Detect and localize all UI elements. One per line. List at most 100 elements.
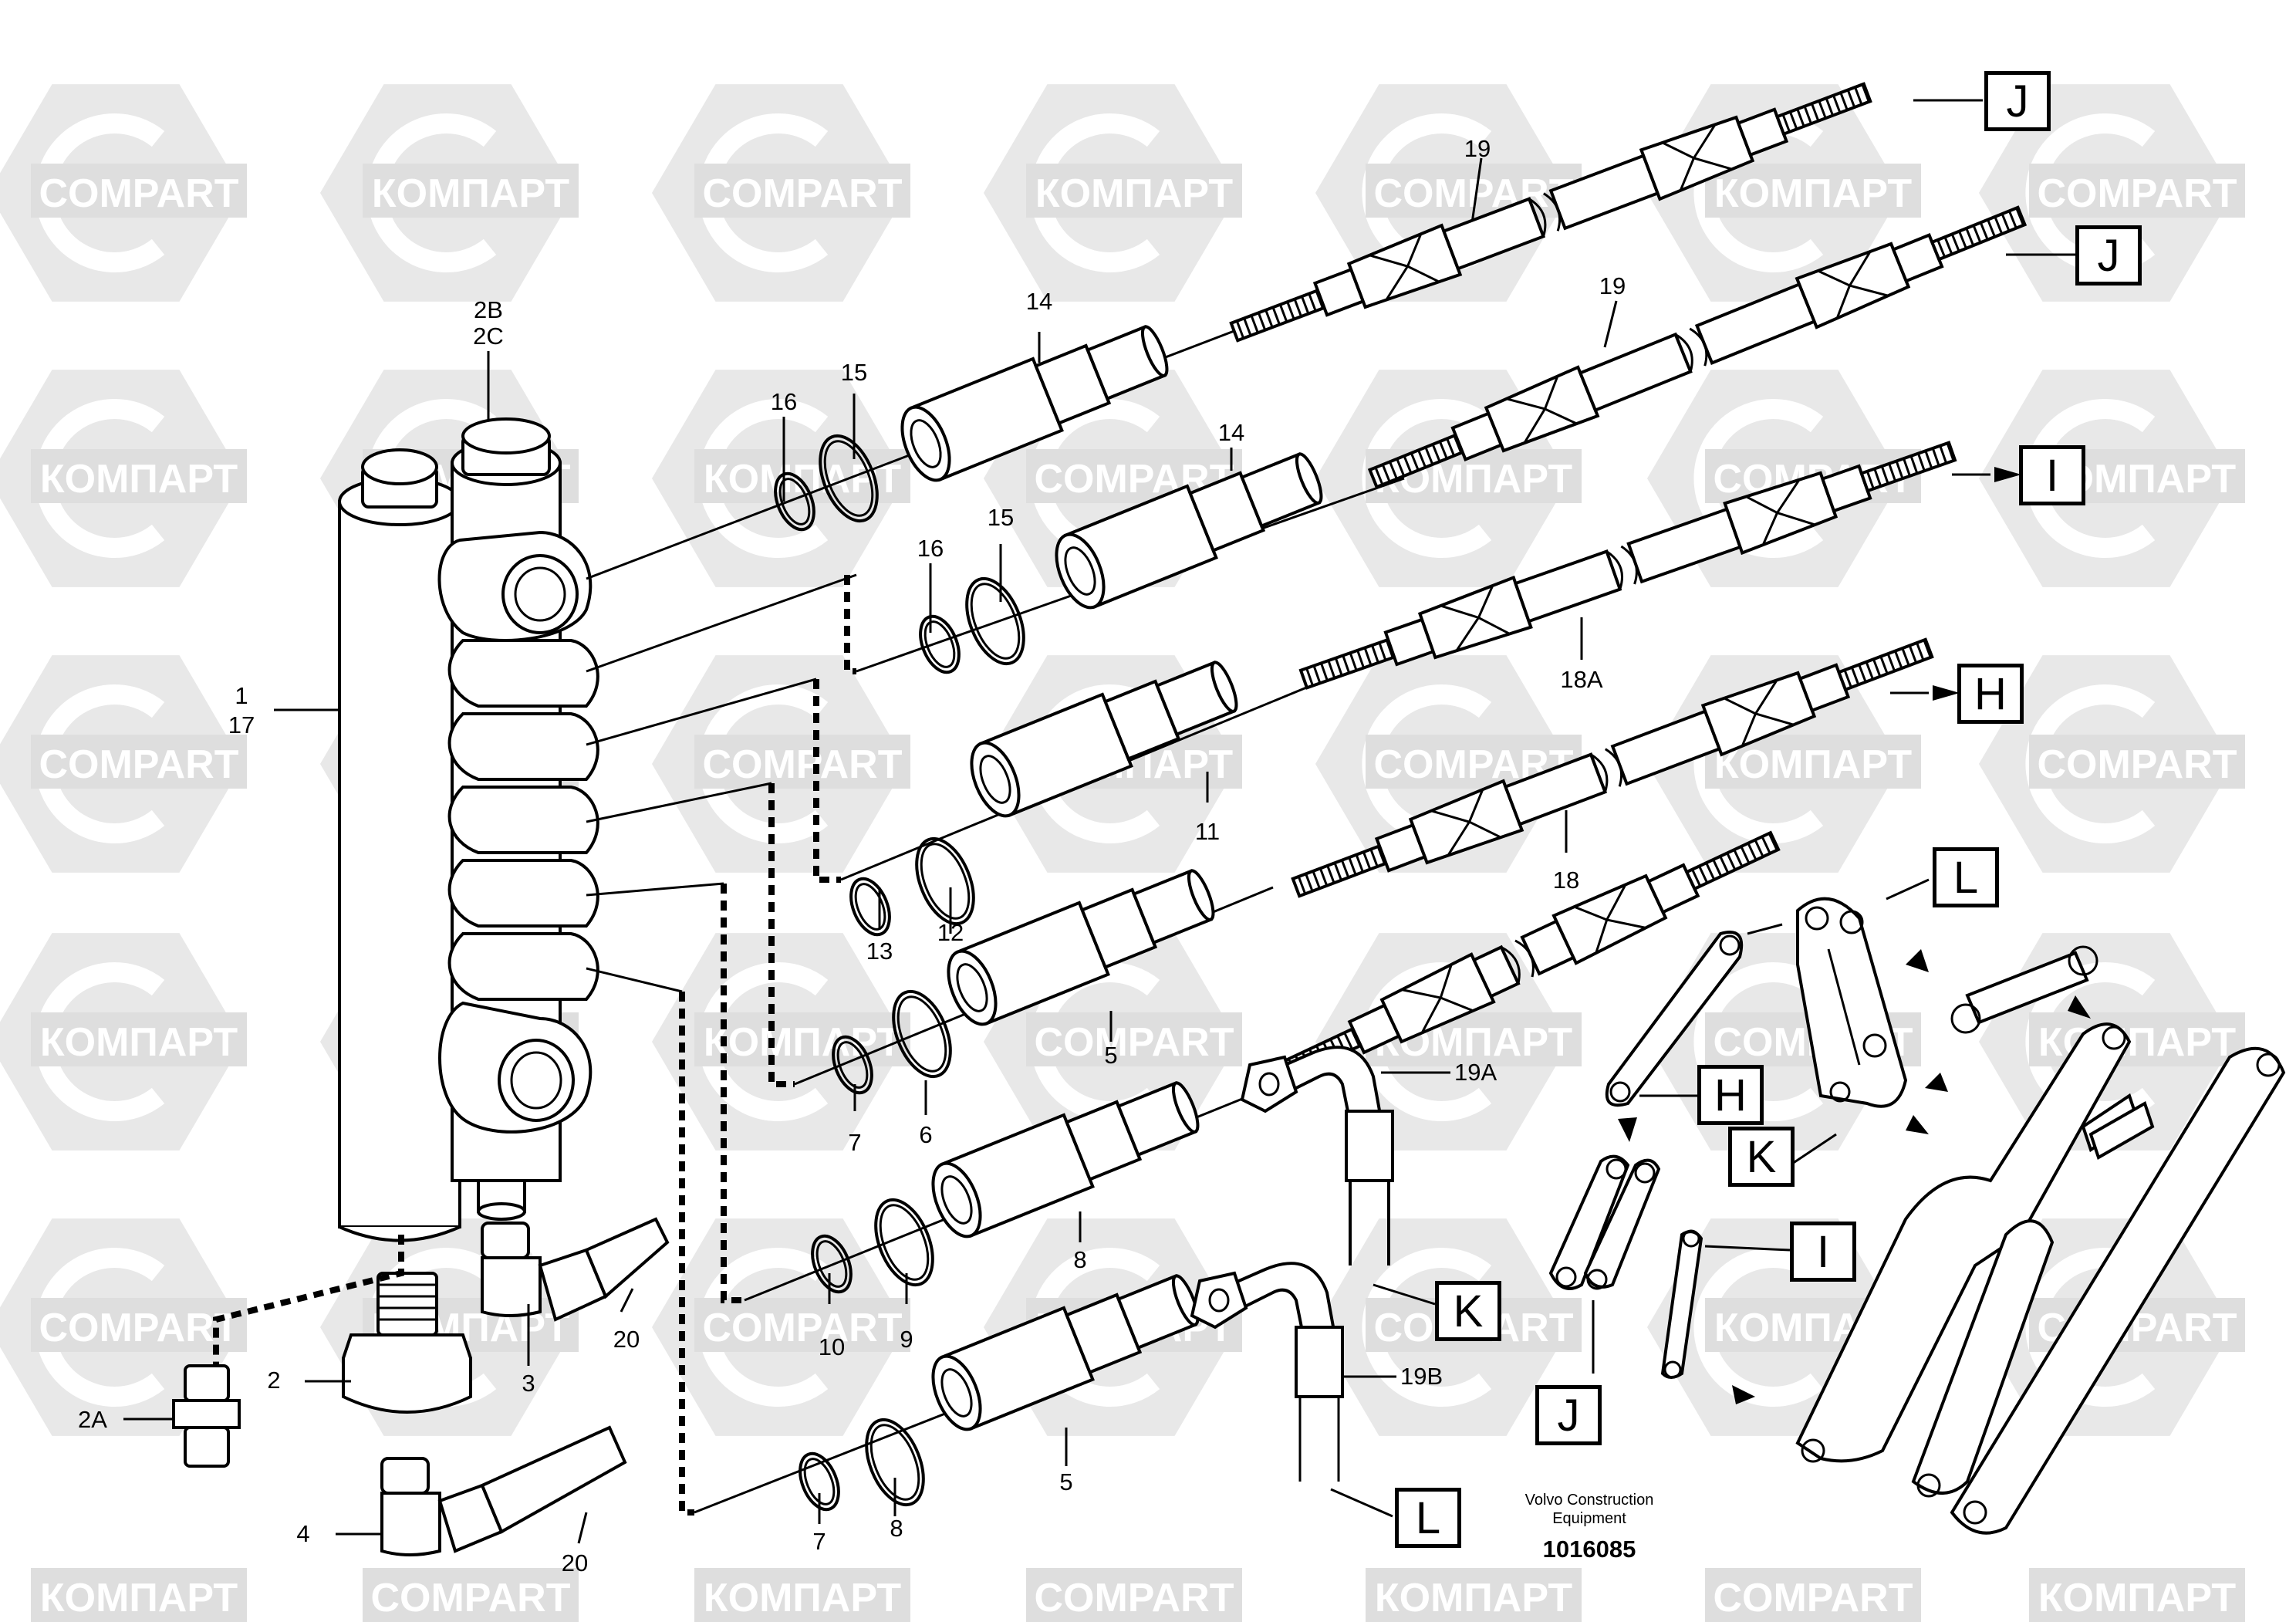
hose-crimp-detail-right bbox=[1663, 124, 1731, 190]
hose-thread-line bbox=[1726, 852, 1737, 870]
o-ring bbox=[865, 1418, 925, 1507]
hose-thread-line bbox=[1340, 860, 1350, 878]
label-20-upper: 20 bbox=[613, 1326, 640, 1353]
hose-thread-line bbox=[1972, 225, 1982, 243]
o-ring bbox=[874, 1198, 934, 1287]
label-19B: 19B bbox=[1400, 1363, 1443, 1390]
hose-thread-line bbox=[1950, 233, 1960, 252]
hose-thread-line bbox=[1417, 449, 1427, 468]
watermark-text: COMPART bbox=[2037, 742, 2237, 787]
watermark-text: COMPART bbox=[39, 1306, 238, 1350]
o-ring bbox=[832, 1035, 873, 1095]
o-ring bbox=[774, 471, 815, 532]
watermark-text: COMPART bbox=[702, 742, 902, 787]
hose-thread-line bbox=[1894, 650, 1903, 669]
callout-h-1: H bbox=[1957, 664, 2024, 724]
hose-thread-line bbox=[1946, 442, 1955, 461]
label-7-lower: 7 bbox=[812, 1528, 826, 1555]
hose-thread-line bbox=[1396, 458, 1406, 477]
hose-crimp-detail-left bbox=[1370, 235, 1439, 300]
hoses bbox=[1229, 82, 2028, 1087]
hose-thread-right bbox=[1684, 830, 1781, 891]
label-15-lower: 15 bbox=[987, 504, 1015, 531]
label-13: 13 bbox=[866, 938, 893, 965]
hose-thread-line bbox=[1348, 857, 1357, 876]
o-ring bbox=[799, 1451, 840, 1512]
watermark-band bbox=[363, 164, 579, 218]
hose-crimp-detail-right bbox=[1575, 885, 1645, 953]
watermark-text: КОМПАРТ bbox=[40, 1020, 238, 1065]
watermark-text: КОМПАРТ bbox=[40, 1576, 238, 1620]
label-18: 18 bbox=[1552, 867, 1580, 894]
label-11: 11 bbox=[1194, 818, 1221, 845]
watermark-band bbox=[31, 1568, 247, 1622]
watermark-text: КОМПАРТ bbox=[2038, 1576, 2236, 1620]
label-1-17: 1 17 bbox=[228, 682, 255, 738]
hose-thread-right bbox=[1859, 441, 1957, 493]
label-16-upper: 16 bbox=[770, 388, 798, 415]
hose-body-left bbox=[1578, 332, 1693, 413]
hose-thread-line bbox=[1320, 662, 1329, 681]
o-ring-inner bbox=[879, 1204, 930, 1281]
watermark-text: КОМПАРТ bbox=[1035, 171, 1233, 216]
hose-thread-line bbox=[1811, 103, 1820, 122]
o-ring bbox=[919, 614, 961, 674]
hose-thread-line bbox=[1872, 658, 1882, 678]
hose-thread-line bbox=[1264, 309, 1274, 328]
hose-thread-line bbox=[1305, 873, 1314, 892]
callout-j-1: J bbox=[1984, 71, 2051, 131]
hose-thread-line bbox=[1705, 862, 1716, 880]
hose-thread-line bbox=[1403, 455, 1413, 474]
label-19-upper: 19 bbox=[1464, 135, 1491, 162]
fitting-end bbox=[1140, 325, 1169, 377]
fitting-nut-face bbox=[1055, 532, 1106, 610]
hose-crimp-detail-left bbox=[1507, 377, 1576, 443]
label-9: 9 bbox=[900, 1326, 913, 1353]
watermark-text: КОМПАРТ bbox=[704, 1576, 901, 1620]
hose-thread-line bbox=[1698, 865, 1709, 884]
drawing-number: 1016085 bbox=[1542, 1536, 1636, 1563]
hose-thread-line bbox=[1312, 665, 1322, 684]
hose-thread-line bbox=[1903, 458, 1911, 477]
label-15-upper: 15 bbox=[840, 359, 868, 386]
label-16-lower: 16 bbox=[917, 535, 944, 562]
hose-thread-line bbox=[1369, 849, 1379, 867]
o-ring-inner bbox=[836, 1041, 869, 1089]
label-12: 12 bbox=[937, 919, 964, 946]
hose-thread-line bbox=[1923, 639, 1932, 658]
hydraulic-hose bbox=[1367, 205, 2028, 489]
hose-thread-line bbox=[1424, 447, 1434, 465]
hose-thread-line bbox=[1994, 216, 2004, 235]
hose-thread-line bbox=[1979, 221, 1989, 241]
label-5-upper: 5 bbox=[1104, 1042, 1118, 1069]
watermark-band bbox=[1366, 1568, 1582, 1622]
watermark-band bbox=[694, 164, 910, 218]
hose-thread-line bbox=[1343, 1032, 1354, 1050]
hose-thread-line bbox=[2007, 210, 2017, 229]
watermark-band bbox=[694, 1568, 910, 1622]
label-5-lower: 5 bbox=[1059, 1468, 1073, 1495]
hose-nut-fitting bbox=[931, 1080, 1200, 1238]
o-ring-inner bbox=[923, 620, 956, 668]
linkage-assembly bbox=[1330, 878, 2286, 1535]
hose-thread-line bbox=[1880, 465, 1889, 485]
valve-block bbox=[338, 417, 599, 1242]
hose-thread-line bbox=[1381, 464, 1391, 482]
watermark-text: COMPART bbox=[702, 1306, 902, 1350]
hose-thread-line bbox=[1691, 869, 1702, 887]
hose-thread-line bbox=[1958, 231, 1967, 249]
hose-thread-line bbox=[1825, 97, 1835, 117]
hose-thread-line bbox=[1301, 296, 1310, 315]
hose-crimp-detail-left bbox=[1432, 790, 1501, 856]
hose-thread-line bbox=[1243, 317, 1252, 336]
hose-thread-line bbox=[1286, 301, 1295, 320]
hose-thread-line bbox=[1712, 859, 1723, 877]
hose-thread-line bbox=[1909, 455, 1919, 475]
watermark-text: COMPART bbox=[39, 171, 238, 216]
label-20-lower: 20 bbox=[561, 1549, 589, 1576]
hose-nut-fitting bbox=[900, 324, 1169, 482]
hose-thread-line bbox=[2015, 208, 2025, 226]
hose-thread-line bbox=[1839, 92, 1849, 111]
hose-thread-line bbox=[1278, 304, 1288, 323]
hose-thread-right bbox=[1836, 637, 1934, 692]
